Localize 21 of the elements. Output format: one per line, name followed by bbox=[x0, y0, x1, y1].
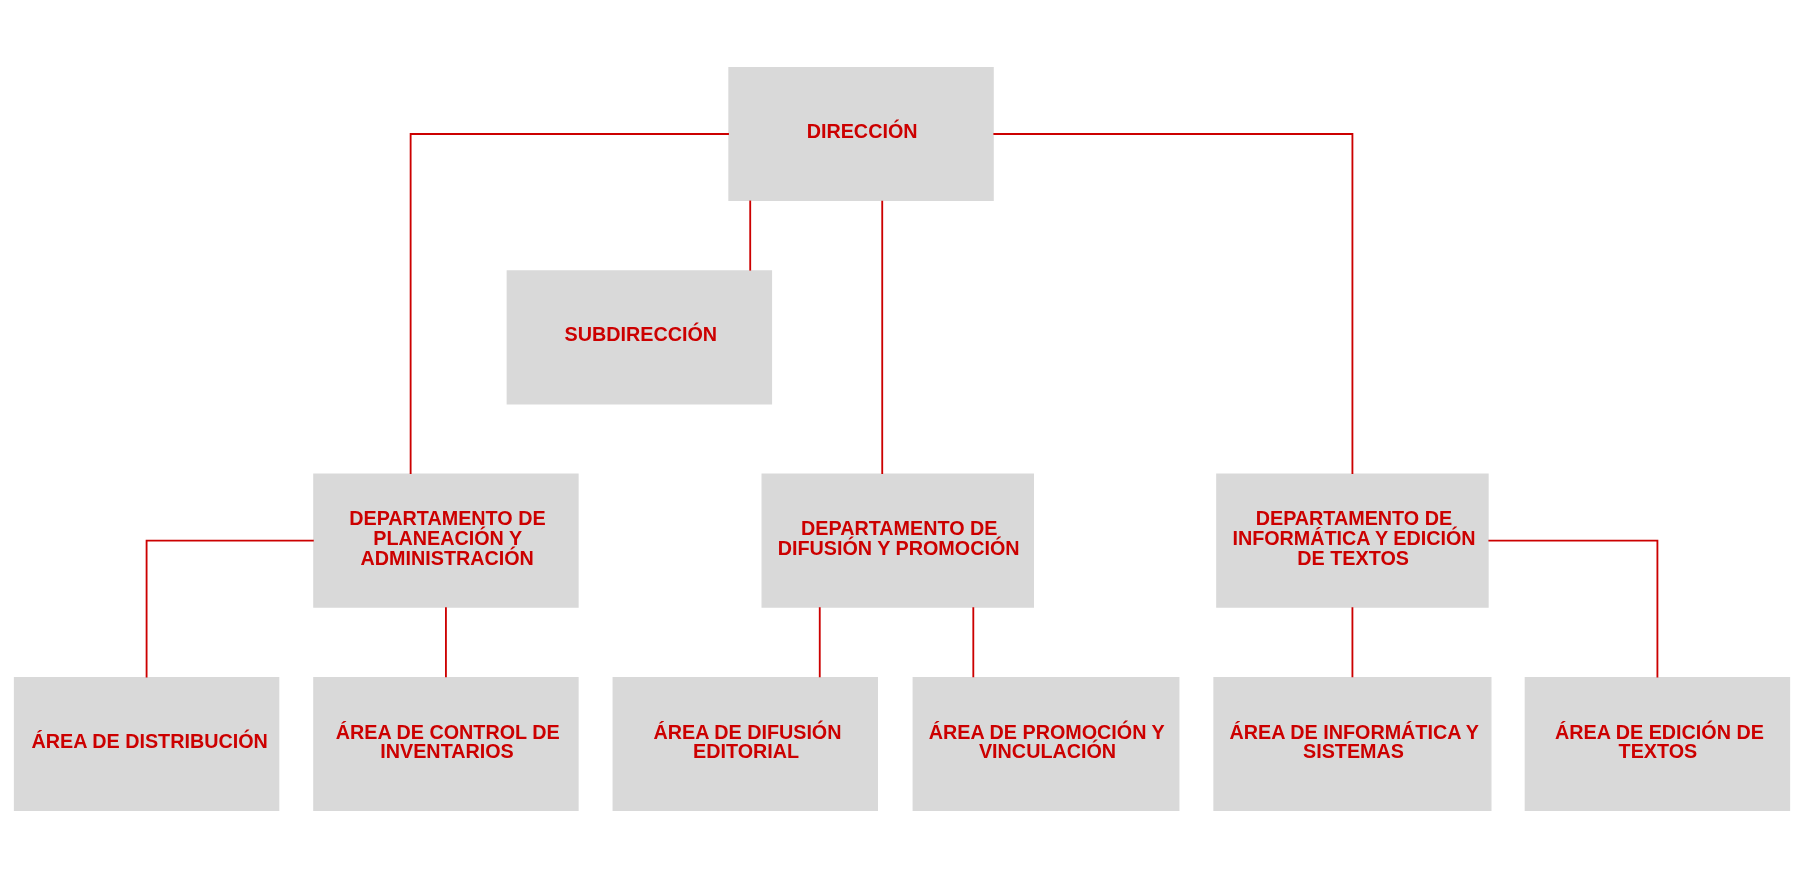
connector bbox=[818, 606, 821, 679]
connector bbox=[992, 133, 1354, 475]
node-box: ÁREA DE DISTRIBUCIÓN bbox=[13, 676, 280, 812]
node-box: ÁREA DE PROMOCIÓN Y VINCULACIÓN bbox=[912, 676, 1180, 812]
connector bbox=[1487, 539, 1659, 679]
node-box: ÁREA DE DIFUSIÓN EDITORIAL bbox=[612, 676, 878, 812]
node-box: DEPARTAMENTO DE INFORMÁTICA Y EDICIÓN DE TEXTOS bbox=[1216, 473, 1489, 608]
connector bbox=[145, 539, 315, 679]
node-box: ÁREA DE EDICIÓN DE TEXTOS bbox=[1524, 676, 1791, 812]
connector bbox=[409, 133, 730, 475]
connector bbox=[445, 606, 447, 679]
node-box: ÁREA DE CONTROL DE INVENTARIOS bbox=[313, 676, 579, 812]
connector bbox=[972, 606, 975, 679]
node-box: ÁREA DE INFORMÁTICA Y SISTEMAS bbox=[1213, 676, 1492, 812]
connector bbox=[881, 199, 884, 475]
node-box: DEPARTAMENTO DE DIFUSIÓN Y PROMOCIÓN bbox=[761, 473, 1034, 608]
node-box: DEPARTAMENTO DE PLANEACIÓN Y ADMINISTRACIÓN bbox=[313, 473, 579, 608]
node-box: DIRECCIÓN bbox=[728, 66, 994, 202]
connector bbox=[749, 199, 752, 272]
connector bbox=[1351, 606, 1354, 679]
node-box: SUBDIRECCIÓN bbox=[506, 270, 773, 405]
